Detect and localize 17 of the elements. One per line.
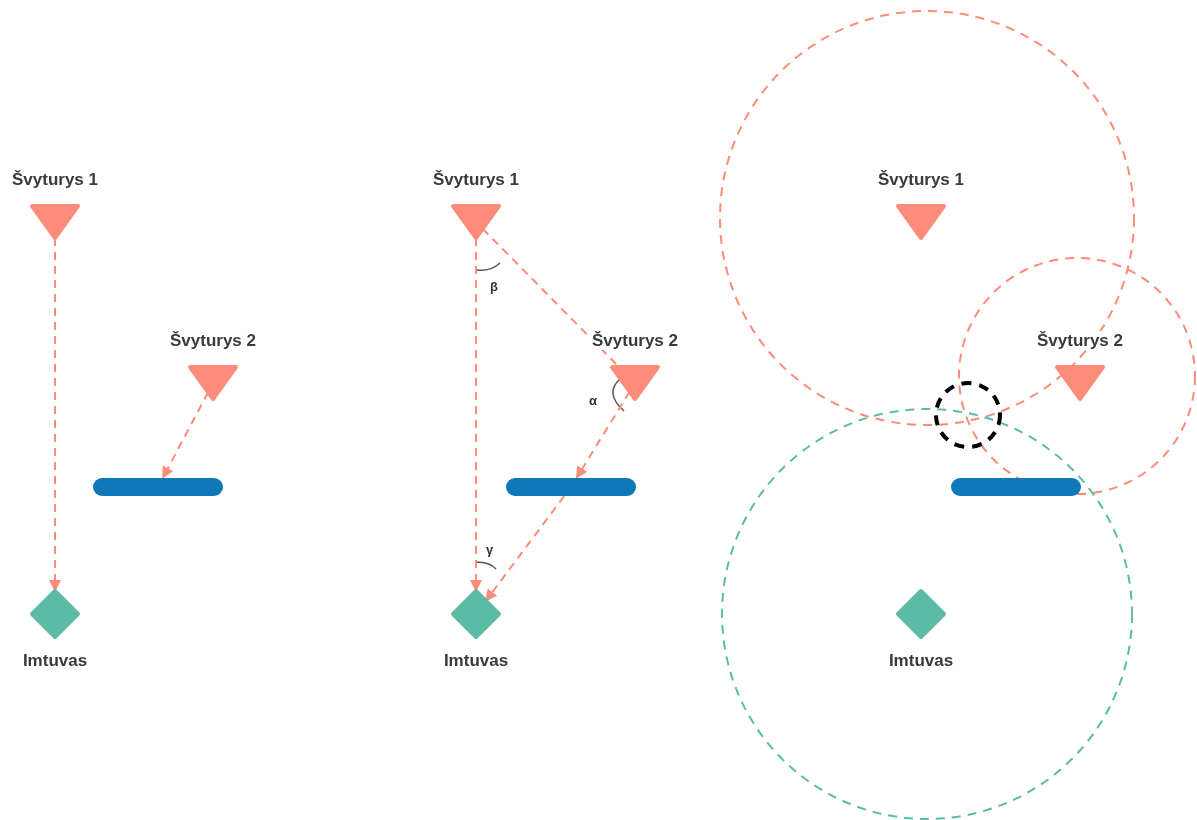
angle-label: α [589, 394, 597, 408]
dashed-arrow [484, 495, 566, 602]
dashed-arrow [470, 237, 482, 592]
node-label: Švyturys 1 [10, 170, 100, 189]
node-label: Švyturys 2 [1035, 331, 1125, 350]
node-label: Švyturys 2 [168, 331, 258, 350]
obstacle-bar [949, 476, 1083, 498]
node-label: Švyturys 2 [590, 331, 680, 350]
node-label: Švyturys 1 [431, 170, 521, 189]
node-label: Švyturys 1 [876, 170, 966, 189]
dashed-arrow [161, 391, 210, 479]
angle-label: γ [486, 543, 494, 557]
angle-label: β [490, 280, 498, 294]
dashed-arrow [575, 390, 631, 479]
dashed-arrow [49, 237, 61, 592]
obstacle-bar [504, 476, 638, 498]
obstacle-bar [91, 476, 225, 498]
